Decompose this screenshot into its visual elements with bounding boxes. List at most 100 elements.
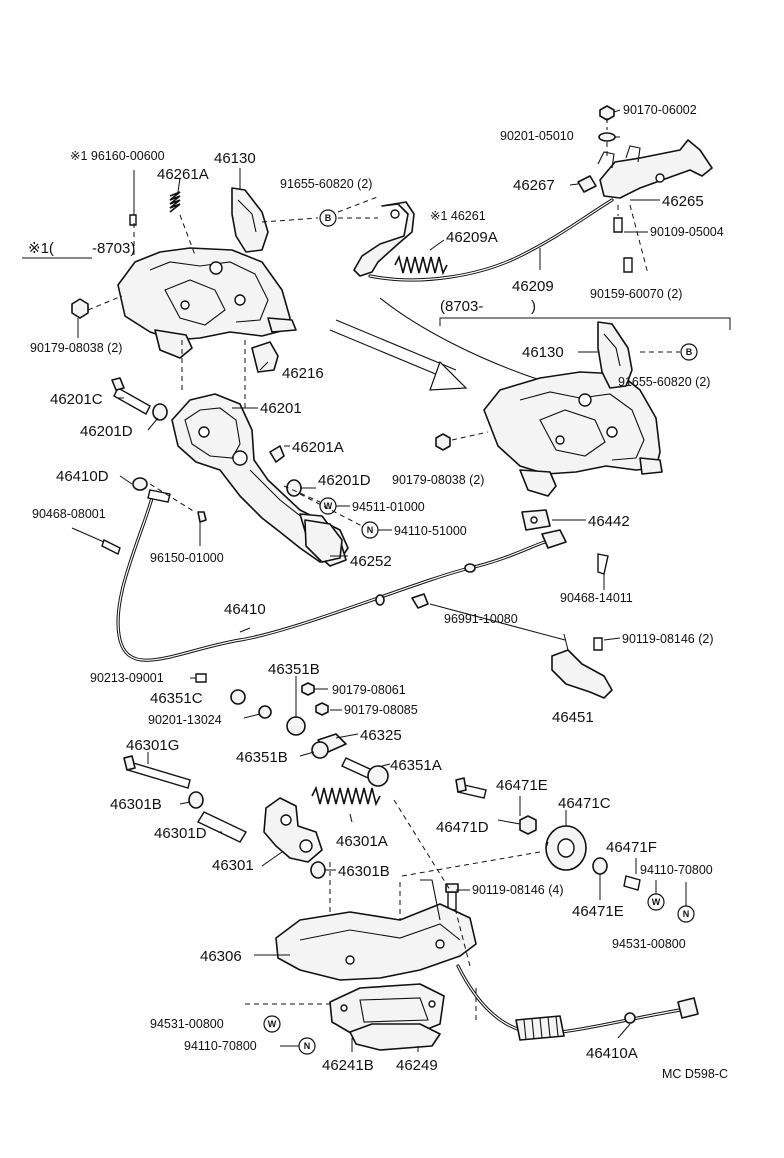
- label-46351A: 46351A: [390, 757, 442, 774]
- label-46410A: 46410A: [586, 1045, 638, 1062]
- pulley-46471C: [545, 825, 587, 871]
- pedal-bracket-assembly-early: [117, 187, 297, 359]
- nut-94110-right: N: [677, 905, 695, 923]
- label-46252: 46252: [350, 553, 392, 570]
- label-46301D: 46301D: [154, 825, 207, 842]
- spring-46301A: [311, 785, 381, 807]
- symbol-b: B: [325, 213, 332, 223]
- bolt-46201C: [111, 377, 151, 415]
- pad-46252: [304, 519, 343, 563]
- label-46249: 46249: [396, 1057, 438, 1074]
- label-46442: 46442: [588, 513, 630, 530]
- pedal-bracket-assembly-late: [483, 321, 663, 497]
- pin-46301D: [197, 811, 247, 843]
- label-46301G: 46301G: [126, 737, 179, 754]
- bolt-90119-mid: [445, 883, 459, 911]
- lever-146261: [353, 201, 415, 277]
- label-94110-70800-left: 94110-70800: [184, 1039, 257, 1053]
- bushing-46201D-b: [286, 479, 302, 497]
- bushing-46471E-bottom: [592, 857, 608, 875]
- bolt-90119-top: [593, 637, 603, 651]
- label-46301A: 46301A: [336, 833, 388, 850]
- cover-46216: [251, 341, 279, 373]
- bolt-46301G: [123, 755, 191, 789]
- symbol-b2: B: [686, 347, 693, 357]
- bushing-46351B-top: [286, 716, 306, 736]
- symbol-n: N: [367, 525, 374, 535]
- label-46130-top: 46130: [214, 150, 256, 167]
- bolt-90109: [613, 217, 623, 233]
- label-91655-top: 91655-60820 (2): [280, 177, 372, 191]
- clip-46201A: [269, 445, 285, 463]
- symbol-n2: N: [683, 909, 690, 919]
- nut-90179-08061: [301, 682, 315, 696]
- nut-94110-51000: N: [361, 521, 379, 539]
- label-46201D-b: 46201D: [318, 472, 371, 489]
- symbol-w2: W: [652, 897, 661, 907]
- bracket-46442: [521, 509, 551, 531]
- washer-90201-13024: [258, 705, 272, 719]
- knob-46351A: [341, 757, 389, 787]
- clip-90213: [195, 673, 207, 683]
- washer-91655-top: B: [319, 209, 337, 227]
- label-46351C: 46351C: [150, 690, 203, 707]
- label-46267: 46267: [513, 177, 555, 194]
- label-90170: 90170-06002: [623, 103, 697, 117]
- label-8703b-close: ): [531, 298, 536, 315]
- label-46471F: 46471F: [606, 839, 657, 856]
- label-90179-top: 90179-08038 (2): [30, 341, 122, 355]
- clamp-46410D: [132, 477, 171, 503]
- label-46410: 46410: [224, 601, 266, 618]
- label-90201-13024: 90201-13024: [148, 713, 222, 727]
- label-94110-51000: 94110-51000: [394, 524, 467, 538]
- label-46325: 46325: [360, 727, 402, 744]
- cable-46209: [368, 198, 614, 282]
- label-46471C: 46471C: [558, 795, 611, 812]
- clip-96150: [197, 511, 207, 523]
- label-96160: ※1 96160-00600: [70, 149, 165, 163]
- spring-46209A: [394, 254, 448, 276]
- clamp-90468-08001: [101, 539, 121, 555]
- washer-94531-left: W: [263, 1015, 281, 1033]
- label-94531-left: 94531-00800: [150, 1017, 224, 1031]
- label-94531-right: 94531-00800: [612, 937, 686, 951]
- label-96150: 96150-01000: [150, 551, 224, 565]
- cable-46410: [116, 496, 567, 662]
- plate-46241B: [329, 983, 445, 1037]
- label-90109: 90109-05004: [650, 225, 724, 239]
- clip-90468-14011: [597, 553, 609, 575]
- label-46209A: 46209A: [446, 229, 498, 246]
- label-46261A: 46261A: [157, 166, 209, 183]
- washer-94531-right: W: [647, 893, 665, 911]
- label-146261: ※1 46261: [430, 209, 486, 223]
- nut-94110-left: N: [298, 1037, 316, 1055]
- label-96991: 96991-10080: [444, 612, 518, 626]
- nut-90179-lower: [435, 433, 451, 451]
- bushing-46201D-a: [152, 403, 168, 421]
- clip-96991: [411, 593, 429, 609]
- label-46216: 46216: [282, 365, 324, 382]
- bushing-46351B-mid: [311, 741, 329, 759]
- label-46201C: 46201C: [50, 391, 103, 408]
- label-46241B: 46241B: [322, 1057, 374, 1074]
- leader-lines: [22, 109, 687, 1052]
- label-46306: 46306: [200, 948, 242, 965]
- clip-46267: [577, 175, 597, 193]
- label-46201: 46201: [260, 400, 302, 417]
- label-46130-right: 46130: [522, 344, 564, 361]
- label-94511: 94511-01000: [352, 500, 425, 514]
- label-46471E-bottom: 46471E: [572, 903, 624, 920]
- label-8703a: -8703): [92, 240, 135, 257]
- bracket-46265: [597, 139, 713, 199]
- bushing-46301B-left: [188, 791, 204, 809]
- label-46451: 46451: [552, 709, 594, 726]
- label-46351B-top: 46351B: [268, 661, 320, 678]
- symbol-n3: N: [304, 1041, 311, 1051]
- label-note1: ※1(: [28, 240, 54, 257]
- spring-46261A: [169, 191, 181, 213]
- label-94110-70800-right: 94110-70800: [640, 863, 713, 877]
- label-90179-08061: 90179-08061: [332, 683, 406, 697]
- label-46265: 46265: [662, 193, 704, 210]
- washer-90201-05010: [598, 132, 616, 142]
